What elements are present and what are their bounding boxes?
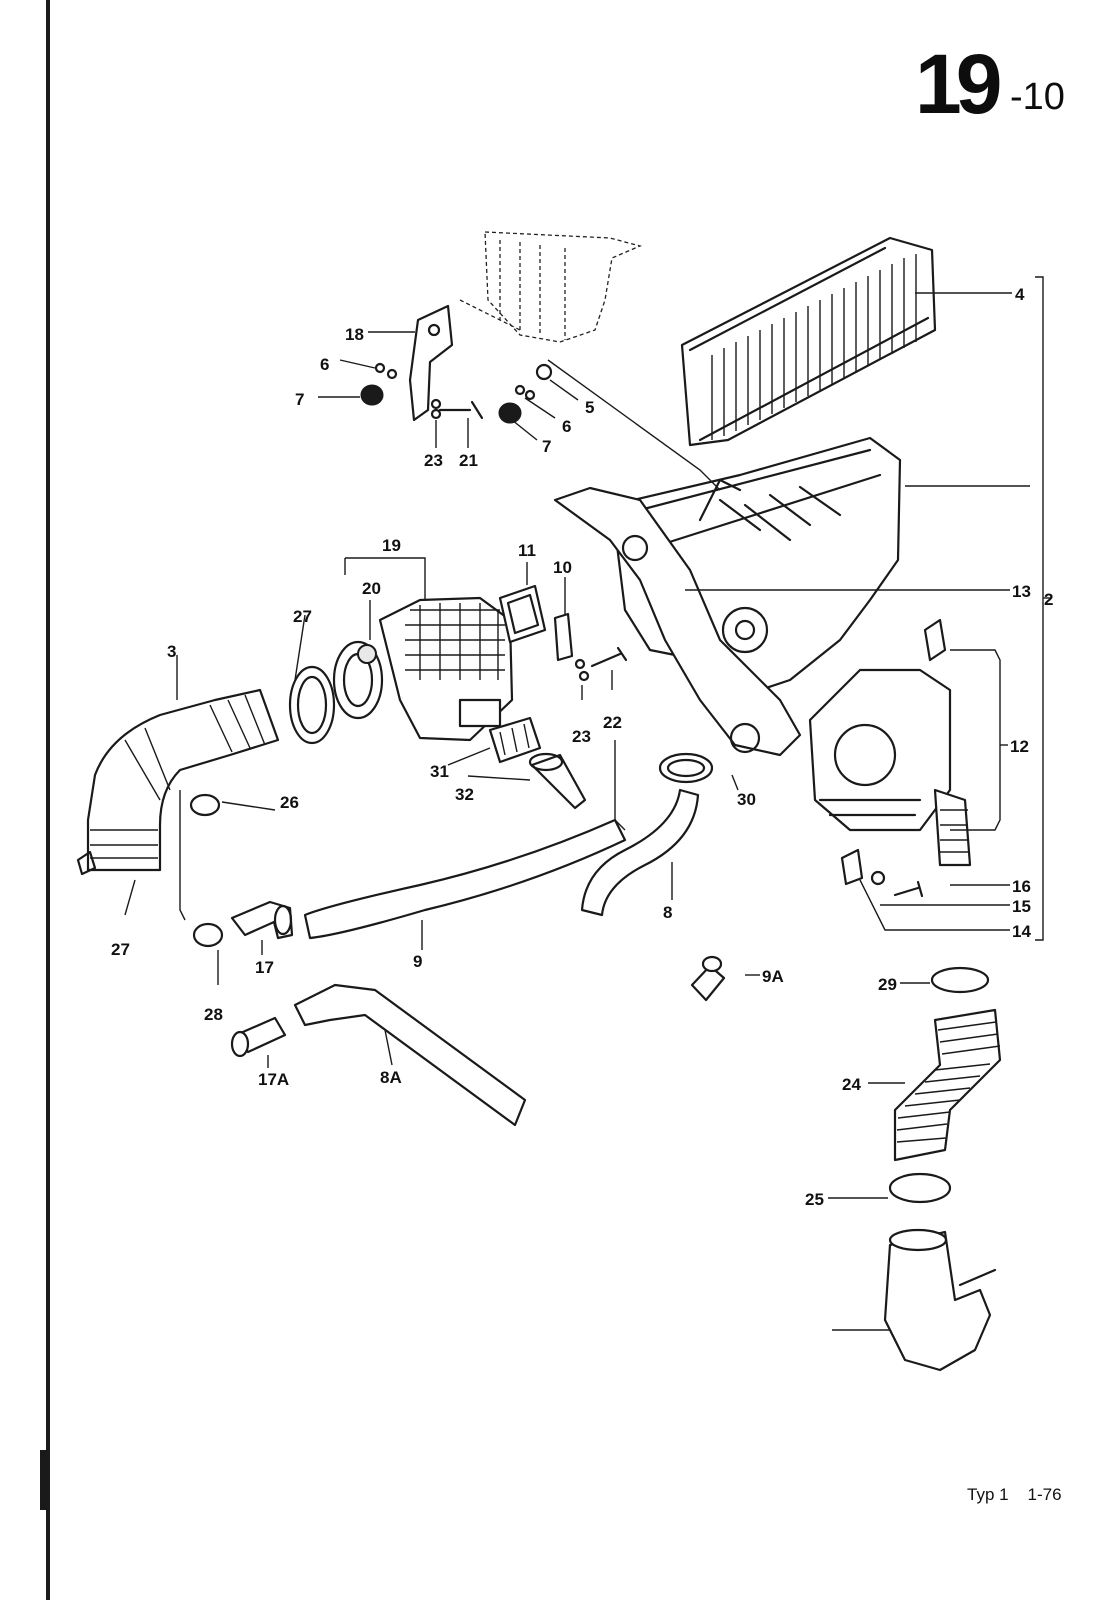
hose-fitting-17A: [230, 1016, 287, 1058]
dashed-mount-outline: [459, 231, 642, 343]
callout-6-top: 6: [320, 355, 329, 374]
group-number: 19: [915, 37, 1002, 131]
callout-20: 20: [362, 579, 381, 598]
callout-5: 5: [585, 398, 594, 417]
flexible-hot-air-hose: [893, 1008, 1002, 1162]
small-fasteners-top: [374, 362, 553, 420]
air-flow-meter: [332, 596, 514, 742]
callout-24: 24: [842, 1075, 861, 1094]
callout-11: 11: [518, 541, 536, 560]
callout-25: 25: [805, 1190, 824, 1209]
hose-clamp-lower: [76, 850, 97, 876]
callout-16: 16: [1012, 877, 1031, 896]
page-suffix: -10: [1010, 76, 1065, 118]
retaining-plate: [553, 612, 574, 662]
small-clamp-28: [192, 922, 224, 948]
hose-elbow: [230, 900, 294, 940]
callout-10: 10: [553, 558, 572, 577]
valve-fasteners: [840, 848, 924, 898]
air-filter-element: [680, 236, 937, 447]
type-label: Typ 1: [967, 1485, 1009, 1504]
hose-clamp-30: [658, 752, 714, 784]
callout-8: 8: [663, 903, 672, 922]
spring-washer: [574, 658, 590, 682]
callout-23-mid: 23: [572, 727, 591, 746]
callout-4: 4: [1015, 285, 1025, 304]
callout-23-top: 23: [424, 451, 443, 470]
callout-9: 9: [413, 952, 422, 971]
sensor-plug: [357, 644, 377, 664]
callout-2: 2: [1044, 590, 1053, 609]
hose-fitting-9A: [690, 955, 726, 1002]
callout-18: 18: [345, 325, 364, 344]
callout-15: 15: [1012, 897, 1031, 916]
date-code: 1-76: [1027, 1485, 1062, 1504]
callout-7-left: 7: [295, 390, 304, 409]
callout-31: 31: [430, 762, 449, 781]
callout-28: 28: [204, 1005, 223, 1024]
callout-26: 26: [280, 793, 299, 812]
callout-21: 21: [459, 451, 478, 470]
callout-17: 17: [255, 958, 274, 977]
callout-12: 12: [1010, 737, 1029, 756]
callout-30: 30: [737, 790, 756, 809]
heater-duct: [883, 1228, 997, 1372]
callout-17A: 17A: [258, 1070, 289, 1089]
page-footer: Typ 1 1-76: [967, 1485, 1062, 1505]
callout-8A: 8A: [380, 1068, 402, 1087]
breather-hose: [303, 818, 627, 940]
hose-8A: [293, 983, 527, 1127]
mounting-bracket: [408, 304, 454, 422]
intake-elbow-hose: [86, 688, 280, 872]
callout-13: 13: [1012, 582, 1031, 601]
callout-6-right: 6: [562, 417, 571, 436]
page-binding-edge: [46, 0, 50, 1600]
hose-clamp-29: [930, 966, 990, 994]
rubber-buffer-left: [360, 384, 384, 406]
callout-19: 19: [382, 536, 401, 555]
callout-9A: 9A: [762, 967, 784, 986]
intake-snorkel: [553, 486, 802, 757]
callout-29: 29: [878, 975, 897, 994]
callout-22: 22: [603, 713, 622, 732]
callout-3: 3: [167, 642, 176, 661]
hose-clamp-25: [888, 1172, 952, 1204]
preheat-valve-assembly: [808, 618, 972, 867]
page-binding-mark: [40, 1450, 48, 1510]
rubber-boot: [528, 752, 587, 810]
leader-lines: [124, 276, 1050, 1331]
screw: [590, 646, 628, 668]
small-clamp-26: [189, 793, 221, 817]
callout-14: 14: [1012, 922, 1031, 941]
callout-27-lower: 27: [111, 940, 130, 959]
callout-32: 32: [455, 785, 474, 804]
return-hose: [580, 788, 700, 917]
hose-clamp-upper: [288, 665, 336, 745]
electrical-connector: [488, 716, 542, 764]
callout-7-right: 7: [542, 437, 551, 456]
gasket: [498, 584, 547, 644]
rubber-buffer-right: [498, 402, 522, 424]
callout-27-upper: 27: [293, 607, 312, 626]
